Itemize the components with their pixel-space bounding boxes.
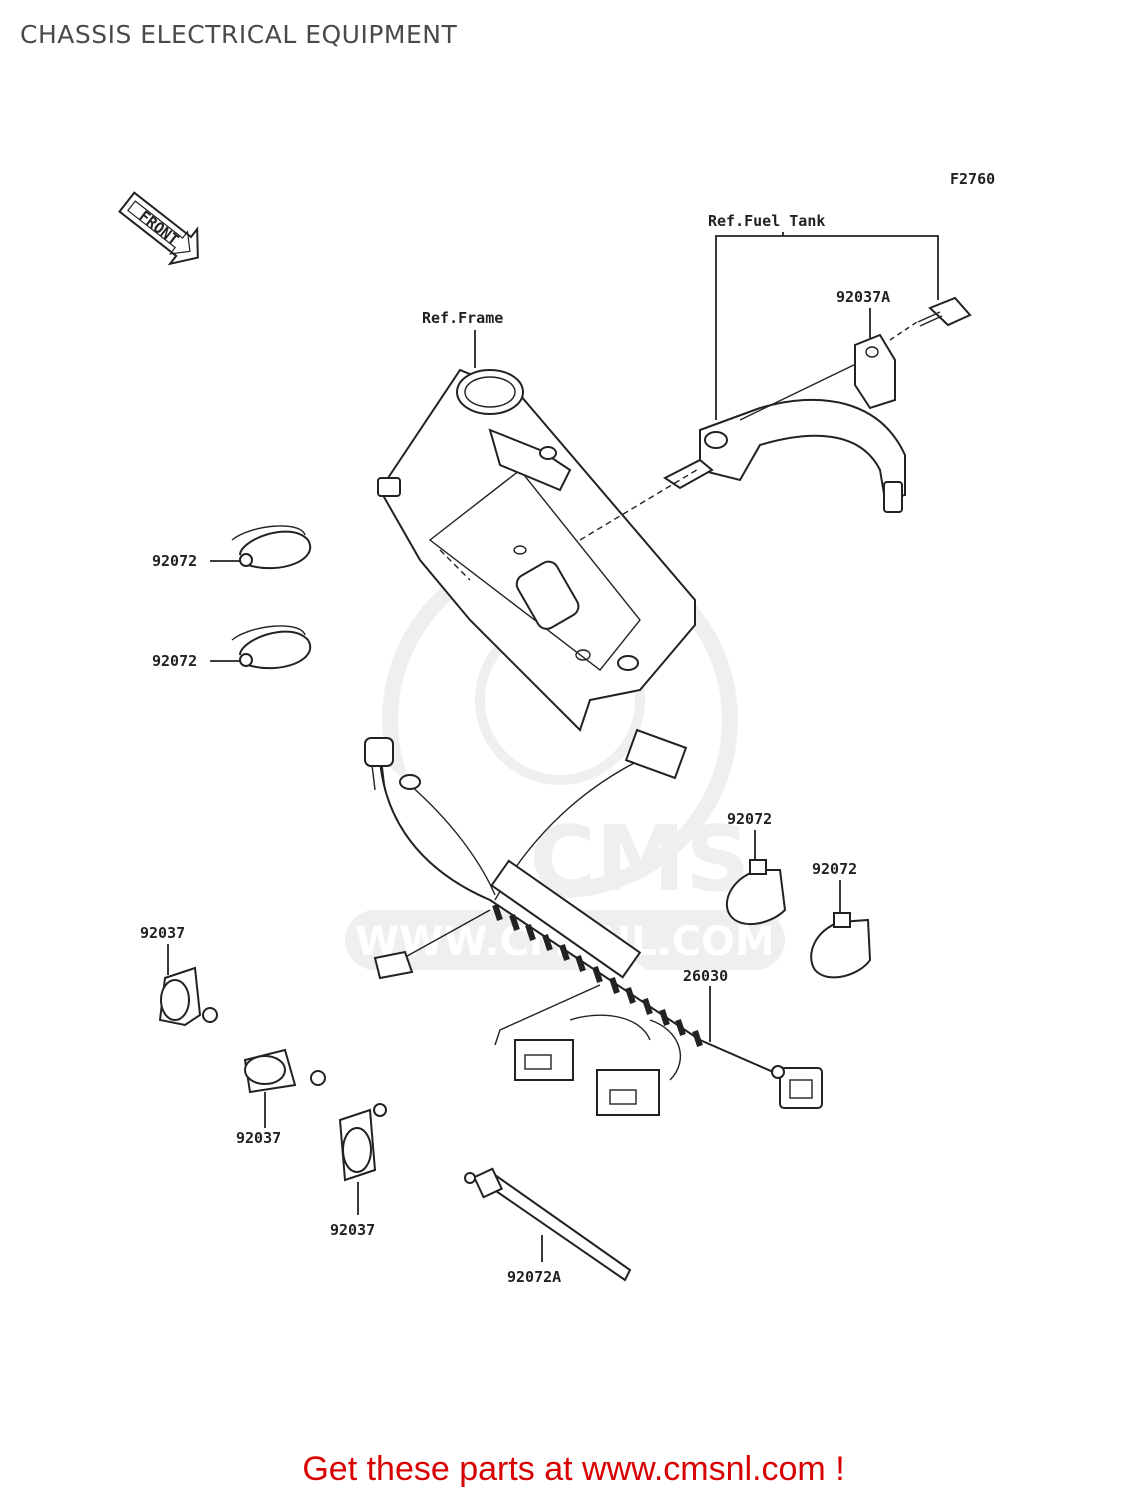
callout-92072A: 92072A (507, 1268, 561, 1286)
figure-code: F2760 (950, 170, 995, 188)
ref-fuel-tank-label: Ref.Fuel Tank (708, 212, 825, 230)
svg-text:CMS: CMS (530, 807, 750, 912)
page-title: CHASSIS ELECTRICAL EQUIPMENT (20, 20, 458, 49)
callout-92037-left: 92037 (140, 924, 185, 942)
band-92072-right-b (810, 912, 872, 979)
wire-harness-26030 (364, 728, 823, 1116)
tie-strap-92072A (464, 1167, 632, 1282)
callout-92072-right-a: 92072 (727, 810, 772, 828)
band-92072-upper (231, 525, 312, 570)
bolt-92037A (854, 296, 972, 410)
parts-diagram: WWW.CMSNL.COM CMS F2760 FRONT Ref.Fuel T… (118, 170, 995, 1286)
callout-92072-right-b: 92072 (812, 860, 857, 878)
callout-92072-upper: 92072 (152, 552, 197, 570)
clamp-92037-mid (243, 1048, 326, 1094)
band-92072-lower (231, 625, 312, 670)
front-arrow-icon (118, 191, 199, 266)
callout-26030: 26030 (683, 967, 728, 985)
callout-92037-low: 92037 (330, 1221, 375, 1239)
clamp-92037-left (158, 966, 218, 1027)
band-92072-right-a (725, 859, 787, 926)
callout-92072-lower: 92072 (152, 652, 197, 670)
promo-banner-link[interactable]: Get these parts at www.cmsnl.com ! (302, 1450, 845, 1488)
clamp-92037-low (338, 1103, 387, 1182)
ref-frame-label: Ref.Frame (422, 309, 503, 327)
frame-head-tube (377, 368, 696, 732)
fuel-tank-bracket (579, 361, 906, 541)
callout-92037A: 92037A (836, 288, 890, 306)
callout-92037-mid: 92037 (236, 1129, 281, 1147)
